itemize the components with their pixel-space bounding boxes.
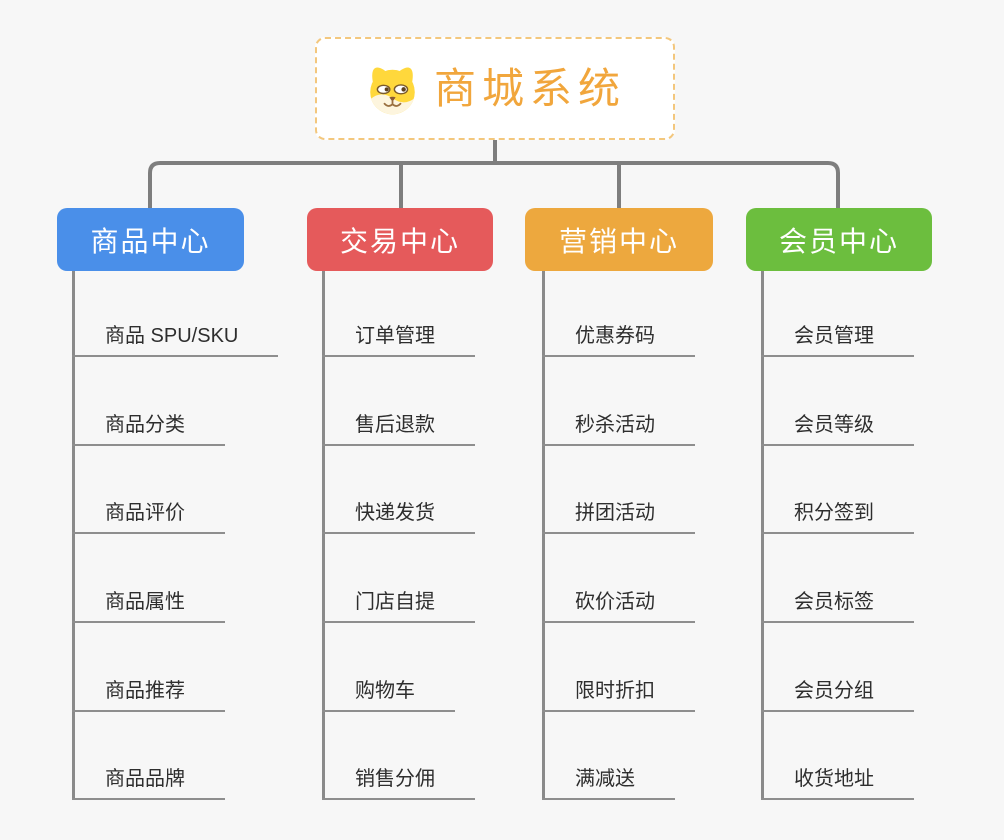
leaf-node[interactable]: 砍价活动 bbox=[542, 590, 695, 623]
leaf-node[interactable]: 门店自提 bbox=[322, 590, 475, 623]
leaf-node[interactable]: 会员分组 bbox=[761, 679, 914, 712]
leaf-node[interactable]: 商品评价 bbox=[72, 501, 225, 534]
leaf-node[interactable]: 会员等级 bbox=[761, 413, 914, 446]
leaf-node[interactable]: 拼团活动 bbox=[542, 501, 695, 534]
leaf-node[interactable]: 商品 SPU/SKU bbox=[72, 324, 279, 357]
branch-node-trade-center[interactable]: 交易中心 bbox=[307, 208, 493, 271]
leaf-node[interactable]: 销售分佣 bbox=[322, 767, 475, 800]
leaf-node[interactable]: 限时折扣 bbox=[542, 679, 695, 712]
branch-label: 交易中心 bbox=[339, 225, 460, 257]
shiba-dog-face-icon bbox=[370, 67, 415, 115]
leaf-node[interactable]: 快递发货 bbox=[322, 501, 475, 534]
leaf-node[interactable]: 售后退款 bbox=[322, 413, 475, 446]
branch-label: 会员中心 bbox=[778, 225, 899, 257]
root-title: 商城系统 bbox=[433, 64, 626, 112]
branch-node-member-center[interactable]: 会员中心 bbox=[746, 208, 932, 271]
branch-trunk-line bbox=[322, 271, 325, 800]
branch-trunk-line bbox=[72, 271, 75, 800]
leaf-node[interactable]: 秒杀活动 bbox=[542, 413, 695, 446]
branch-label: 营销中心 bbox=[558, 225, 679, 257]
leaf-node[interactable]: 收货地址 bbox=[761, 767, 914, 800]
leaf-node[interactable]: 商品分类 bbox=[72, 413, 225, 446]
leaf-node[interactable]: 商品推荐 bbox=[72, 679, 225, 712]
leaf-node[interactable]: 订单管理 bbox=[322, 324, 475, 357]
branch-node-marketing-center[interactable]: 营销中心 bbox=[525, 208, 713, 271]
leaf-node[interactable]: 会员标签 bbox=[761, 590, 914, 623]
leaf-node[interactable]: 商品品牌 bbox=[72, 767, 225, 800]
leaf-node[interactable]: 会员管理 bbox=[761, 324, 914, 357]
branch-trunk-line bbox=[542, 271, 545, 800]
leaf-node[interactable]: 购物车 bbox=[322, 679, 455, 712]
leaf-node[interactable]: 优惠券码 bbox=[542, 324, 695, 357]
leaf-node[interactable]: 积分签到 bbox=[761, 501, 914, 534]
leaf-node[interactable]: 满减送 bbox=[542, 767, 675, 800]
root-node[interactable]: 商城系统 bbox=[315, 37, 675, 140]
branch-label: 商品中心 bbox=[90, 225, 211, 257]
leaf-node[interactable]: 商品属性 bbox=[72, 590, 225, 623]
branch-trunk-line bbox=[761, 271, 764, 800]
branch-node-product-center[interactable]: 商品中心 bbox=[57, 208, 244, 271]
